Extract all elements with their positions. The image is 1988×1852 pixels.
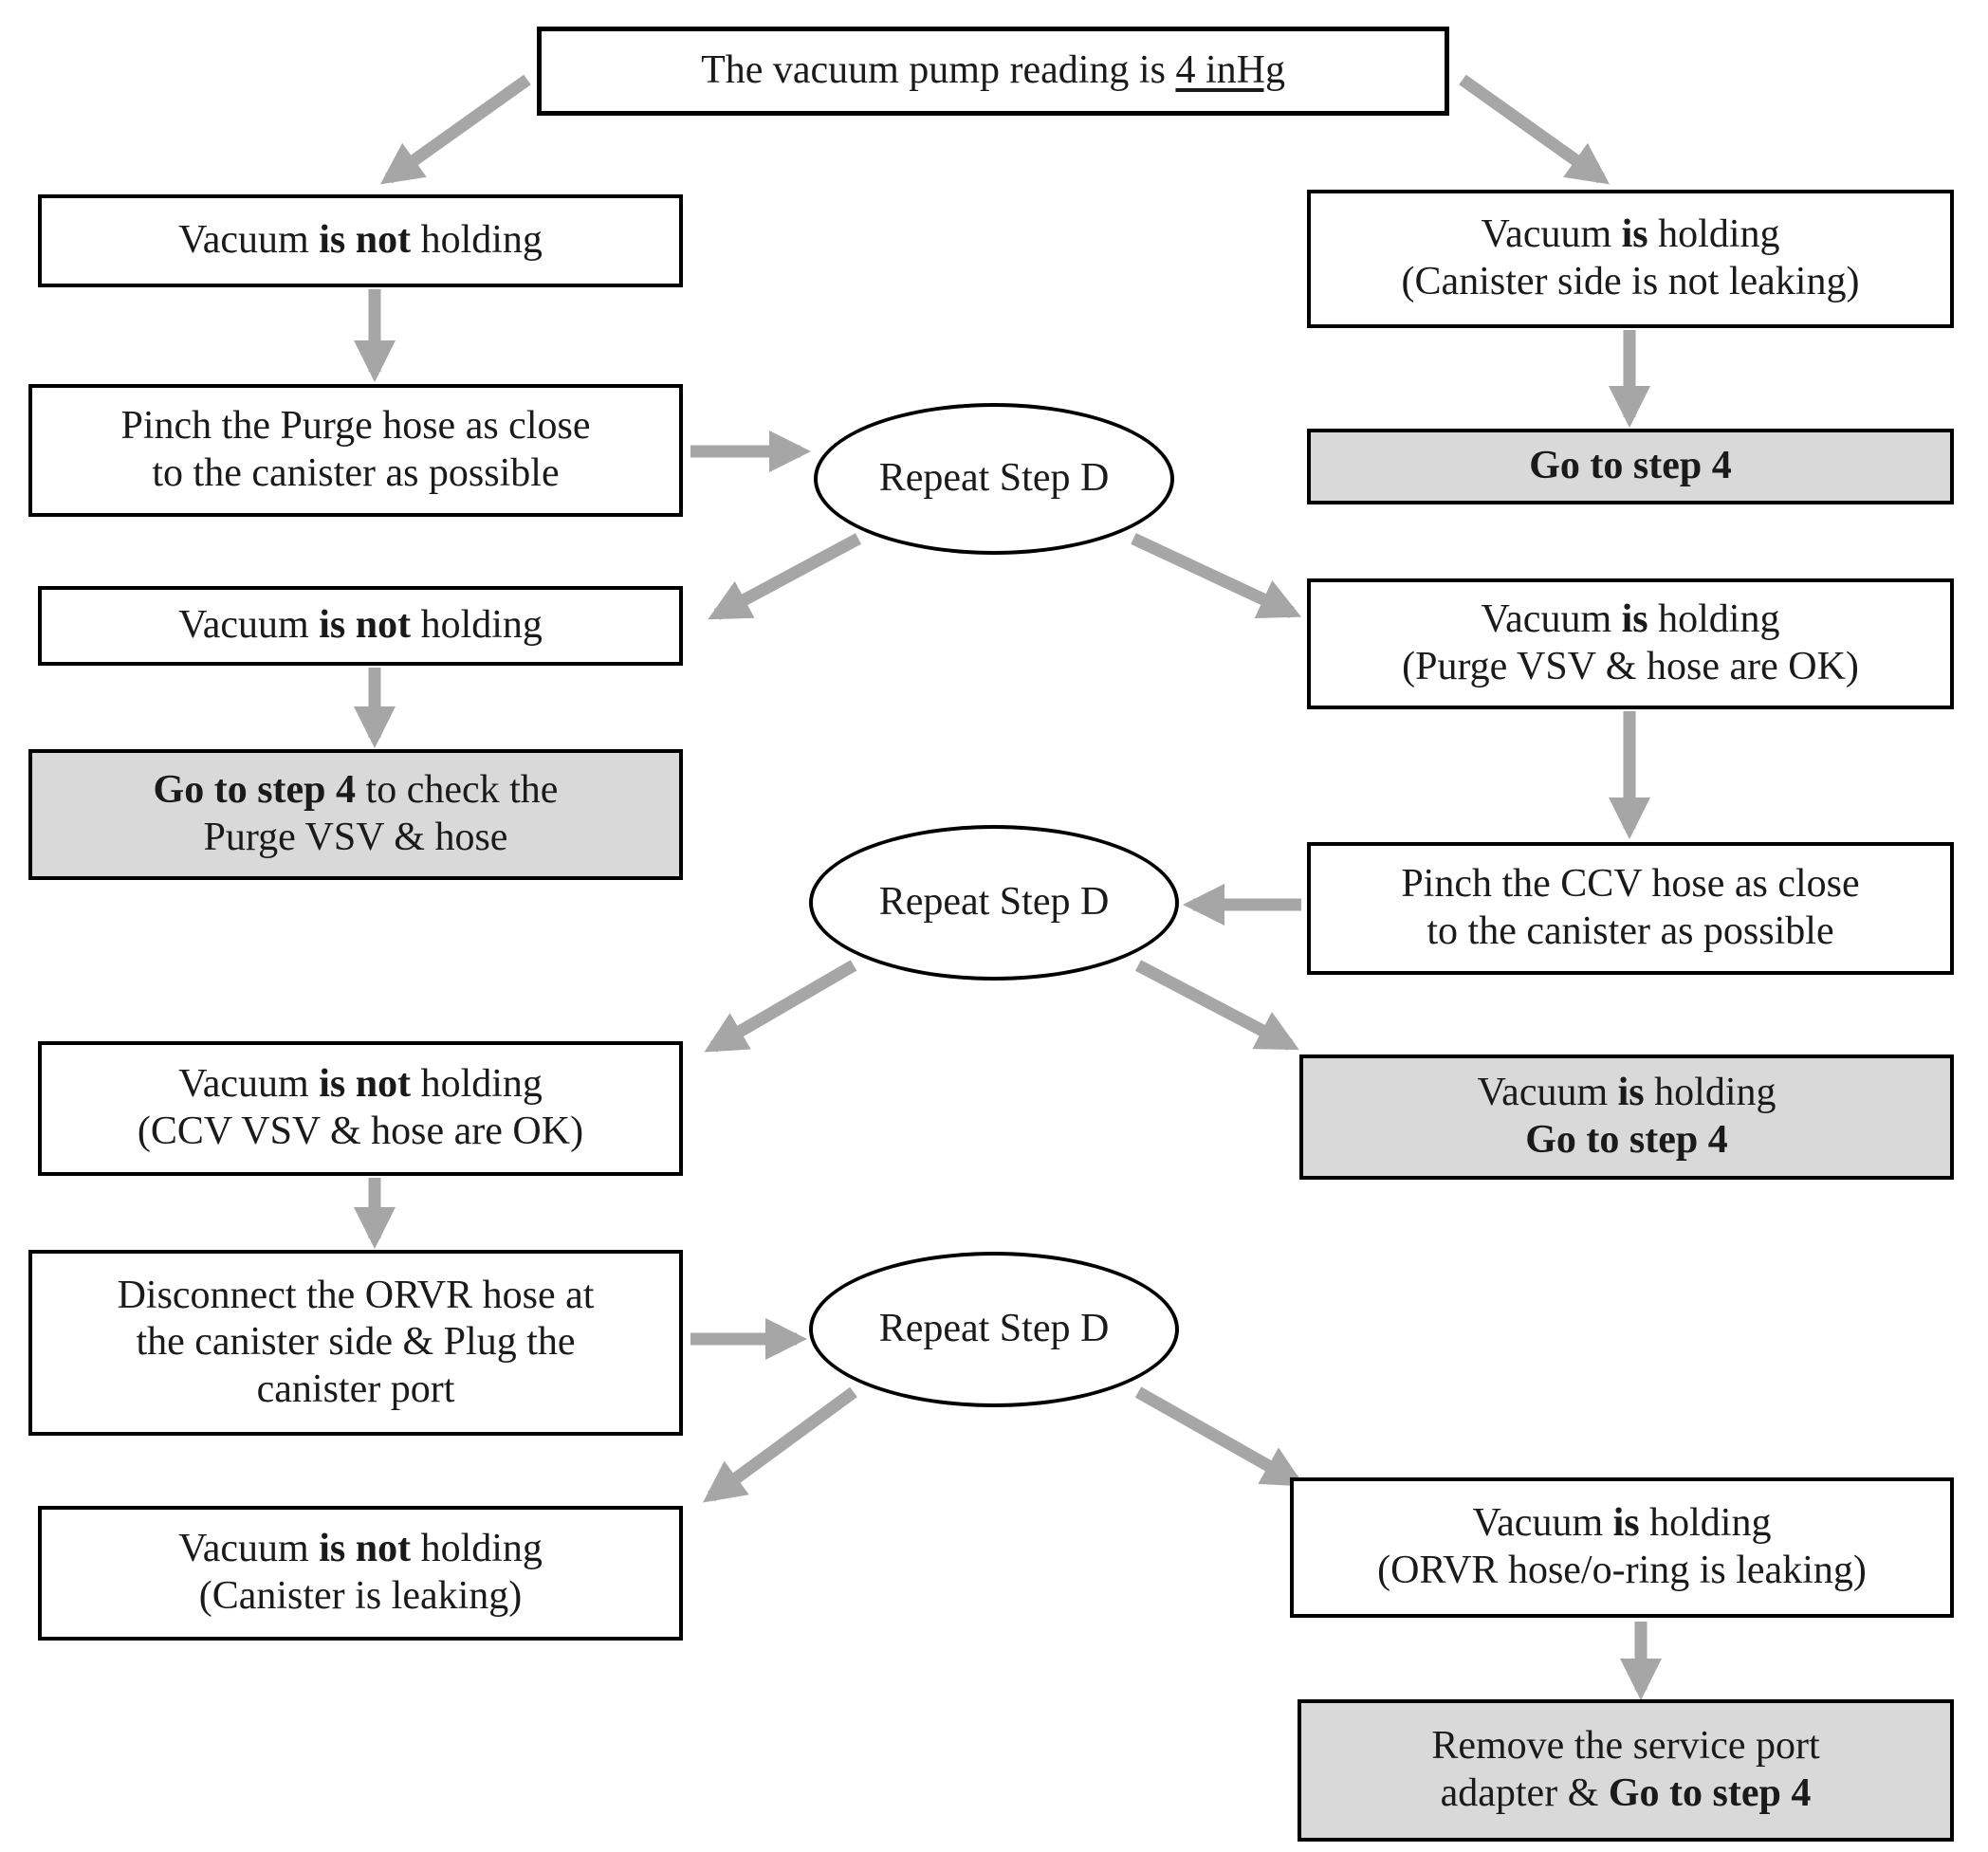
node-vacuum-not-holding-1: Vacuum is not holding [38,194,683,287]
arrow-repeat3-to-notholdingcan [703,1386,857,1503]
node-pinch-purge-hose: Pinch the Purge hose as close to the can… [28,384,683,517]
node-disconnect-orvr-hose: Disconnect the ORVR hose at the canister… [28,1250,683,1436]
node-vacuum-not-holding-ccv: Vacuum is not holding (CCV VSV & hose ar… [38,1041,683,1176]
arrow-repeat2-to-notholdingccv [704,960,857,1053]
node-vacuum-holding-canister-side: Vacuum is holding (Canister side is not … [1307,190,1954,328]
node-vacuum-not-holding-2: Vacuum is not holding [38,586,683,666]
node-go-to-step-4: Go to step 4 [1307,429,1954,504]
node-repeat-step-d-1: Repeat Step D [814,403,1174,555]
node-remove-service-port-adapter: Remove the service port adapter & Go to … [1298,1699,1954,1842]
node-go-to-step-4-check-purge: Go to step 4 to check the Purge VSV & ho… [28,749,683,880]
node-vacuum-not-holding-canister-leaking: Vacuum is not holding (Canister is leaki… [38,1506,683,1641]
node-vacuum-pump-reading: The vacuum pump reading is 4 inHg [537,27,1449,116]
node-vacuum-holding-purge-vsv: Vacuum is holding (Purge VSV & hose are … [1307,578,1954,709]
node-pinch-ccv-hose: Pinch the CCV hose as close to the canis… [1307,842,1954,975]
arrow-repeat1-to-notholding2 [708,533,862,620]
node-repeat-step-d-3: Repeat Step D [809,1252,1179,1407]
arrow-start-to-not-holding [379,74,531,185]
node-vacuum-holding-orvr-leaking: Vacuum is holding (ORVR hose/o-ring is l… [1290,1477,1954,1618]
arrow-start-to-holding [1459,74,1611,185]
arrow-repeat2-to-holdinggo4 [1134,960,1299,1051]
node-vacuum-holding-go-to-step-4: Vacuum is holding Go to step 4 [1299,1054,1954,1180]
node-repeat-step-d-2: Repeat Step D [809,825,1179,981]
arrow-repeat1-to-holdingpurge [1131,533,1302,618]
arrow-repeat3-to-holdingorvr [1134,1386,1305,1487]
